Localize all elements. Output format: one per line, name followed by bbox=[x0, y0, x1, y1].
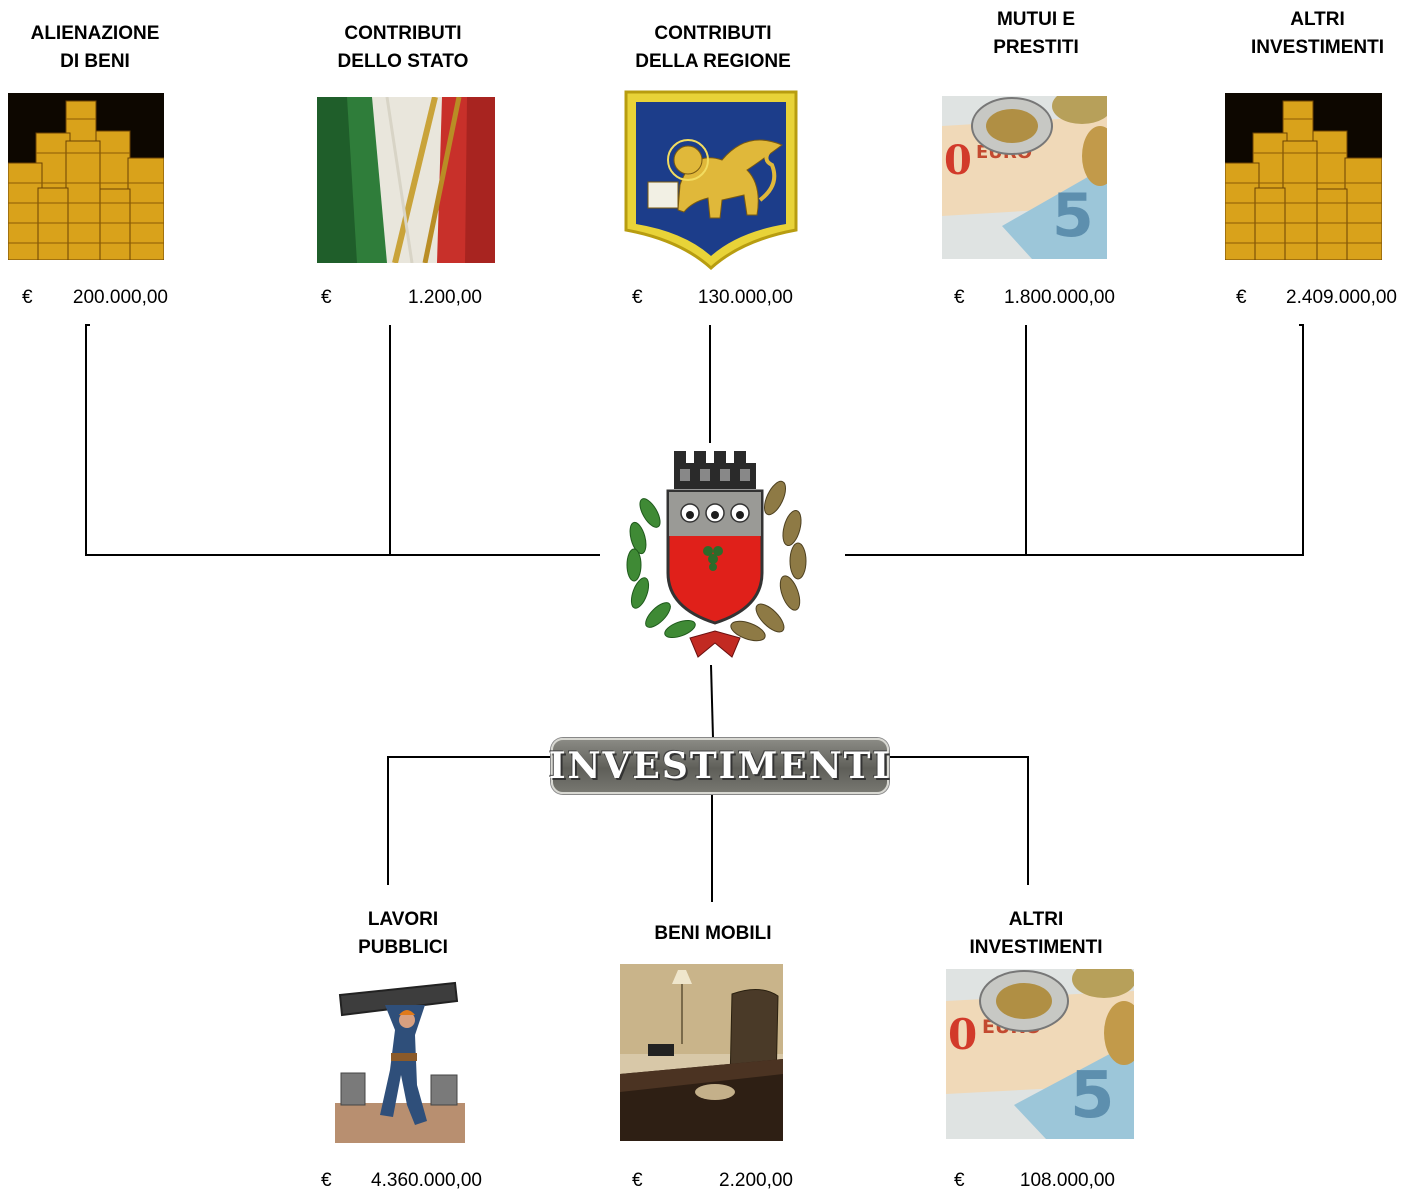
italian-flag-image bbox=[317, 97, 495, 263]
use-label-lavori-pubblici: LAVORI PUBBLICI bbox=[358, 909, 448, 958]
amount-value: 108.000,00 bbox=[1019, 1170, 1115, 1191]
svg-text:0: 0 bbox=[948, 1010, 977, 1059]
amount-value: 4.360.000,00 bbox=[371, 1170, 482, 1191]
currency-symbol: € bbox=[954, 287, 965, 308]
svg-text:5: 5 bbox=[1052, 181, 1094, 251]
gold-coins-image bbox=[8, 93, 164, 260]
office-furniture-image bbox=[620, 964, 783, 1141]
svg-text:5: 5 bbox=[1070, 1059, 1115, 1133]
currency-symbol: € bbox=[321, 1170, 332, 1191]
amount-value: 2.409.000,00 bbox=[1286, 287, 1397, 308]
amount-value: 1.800.000,00 bbox=[1004, 287, 1115, 308]
amount-value: 130.000,00 bbox=[697, 287, 793, 308]
euro-banknotes-image: 0 EURO 5 bbox=[942, 96, 1107, 259]
currency-symbol: € bbox=[954, 1170, 965, 1191]
amount-value: 1.200,00 bbox=[408, 287, 482, 308]
use-label-beni-mobili: BENI MOBILI bbox=[654, 923, 772, 944]
coat-of-arms-icon bbox=[610, 443, 820, 665]
svg-text:0: 0 bbox=[944, 137, 972, 184]
currency-symbol: € bbox=[1236, 287, 1247, 308]
source-label-contributi-stato: CONTRIBUTI DELLO STATO bbox=[337, 23, 469, 72]
veneto-lion-crest-image bbox=[622, 90, 800, 270]
currency-symbol: € bbox=[632, 287, 643, 308]
investimenti-title: INVESTIMENTI bbox=[548, 745, 892, 787]
currency-symbol: € bbox=[321, 287, 332, 308]
source-label-mutui-prestiti: MUTUI E PRESTITI bbox=[993, 9, 1079, 58]
source-label-contributi-regione: CONTRIBUTI DELLA REGIONE bbox=[635, 23, 791, 72]
euro-banknotes-image: 0 EURO 5 bbox=[946, 969, 1134, 1139]
source-label-alienazione: ALIENAZIONE DI BENI bbox=[30, 23, 160, 72]
use-label-altri-investimenti: ALTRI INVESTIMENTI bbox=[969, 909, 1103, 958]
construction-worker-image bbox=[335, 975, 465, 1143]
amount-value: 2.200,00 bbox=[719, 1170, 793, 1191]
gold-coins-image bbox=[1225, 93, 1382, 260]
amount-value: 200.000,00 bbox=[72, 287, 168, 308]
investimenti-badge: INVESTIMENTI bbox=[548, 738, 892, 794]
currency-symbol: € bbox=[22, 287, 33, 308]
source-label-altri-investimenti: ALTRI INVESTIMENTI bbox=[1250, 9, 1384, 58]
currency-symbol: € bbox=[632, 1170, 643, 1191]
